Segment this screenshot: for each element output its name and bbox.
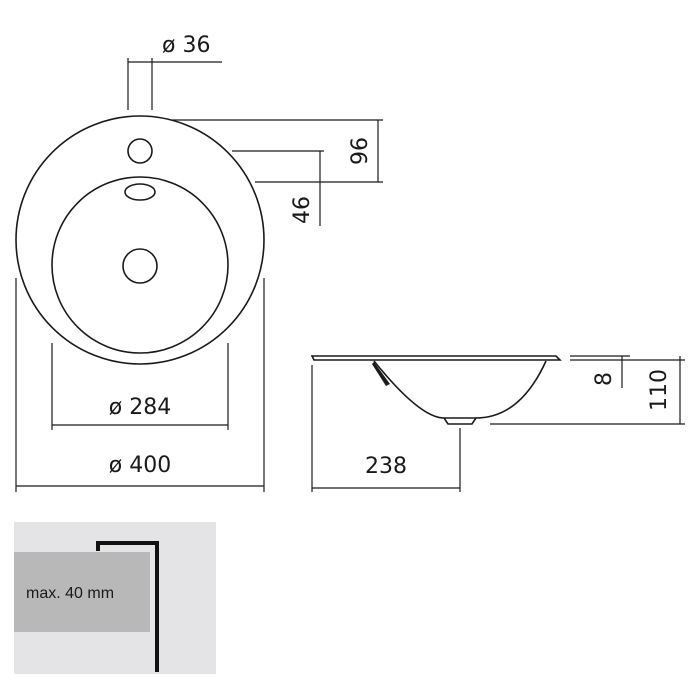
drain-profile [443, 417, 477, 425]
total-height-label: 110 [647, 369, 672, 411]
top-view: ø 36 96 46 ø 284 ø 400 [15, 33, 383, 492]
overflow-hole [124, 183, 156, 201]
rim-profile [310, 355, 562, 361]
max-thickness-label: max. 40 mm [26, 585, 114, 602]
bowl-circle [51, 176, 229, 354]
tap-hole [127, 138, 153, 164]
outer-rim-circle [15, 115, 265, 365]
installation-detail: max. 40 mm [14, 522, 216, 674]
half-width-label: 238 [365, 454, 407, 479]
overflow-profile [372, 362, 390, 386]
tap-hole-diameter-label: ø 36 [162, 33, 210, 58]
offset-46-label: 46 [290, 196, 315, 224]
outer-diameter-label: ø 400 [109, 453, 171, 478]
sink-edge-profile [96, 541, 159, 672]
bowl-diameter-label: ø 284 [109, 395, 171, 420]
offset-96-label: 96 [348, 137, 373, 165]
bowl-profile [373, 360, 547, 419]
drain-hole [122, 248, 158, 284]
rim-height-label: 8 [592, 372, 617, 386]
side-view: 8 110 238 [310, 355, 685, 492]
countertop-section [14, 552, 150, 632]
